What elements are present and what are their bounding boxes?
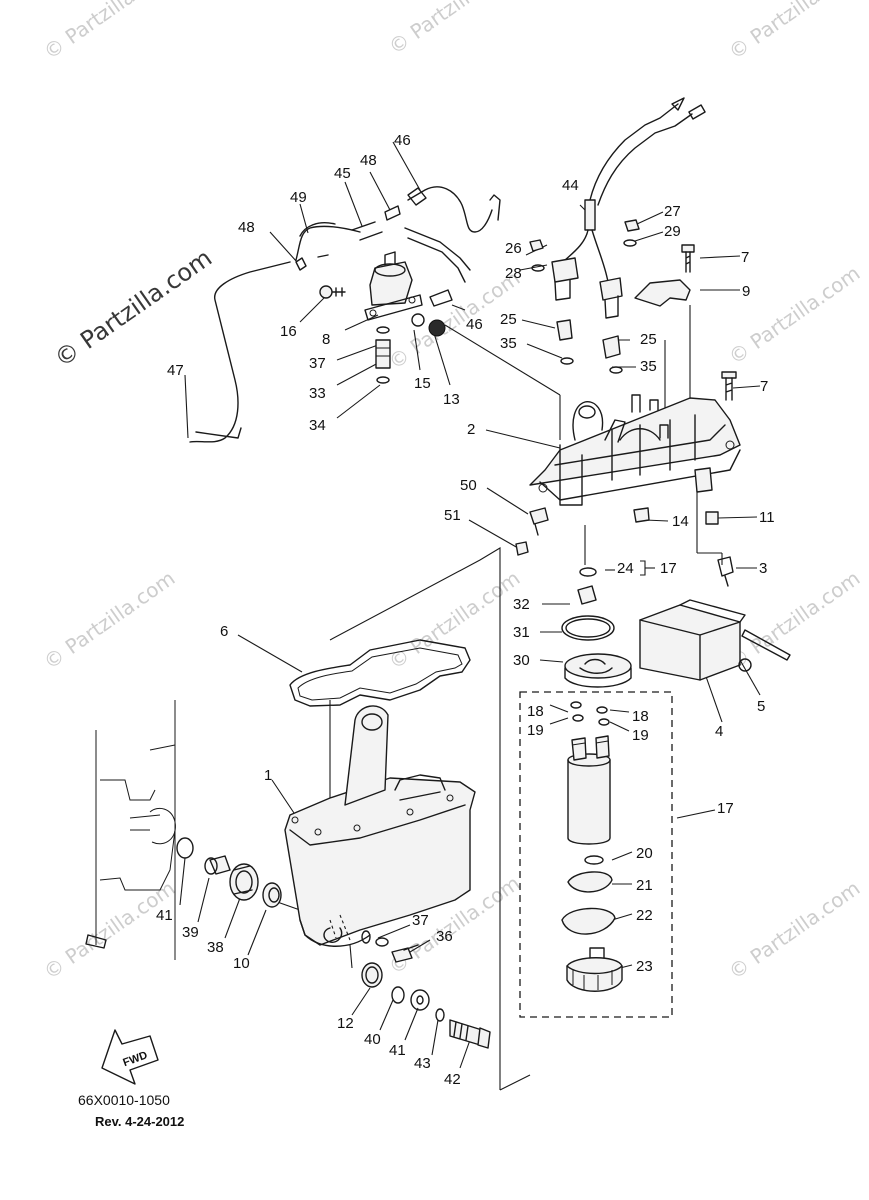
fwd-label: FWD xyxy=(121,1049,149,1069)
revision-date: Rev. 4-24-2012 xyxy=(95,1114,184,1129)
fwd-arrow-icon: FWD xyxy=(101,1029,159,1085)
callout-26: 26 xyxy=(505,240,522,257)
hardware-mid xyxy=(515,507,734,587)
gasket xyxy=(289,639,471,707)
callout-19a: 19 xyxy=(527,722,544,739)
watermark: © Partzilla.com xyxy=(39,0,179,64)
callout-14: 14 xyxy=(672,513,689,530)
engine-fragment xyxy=(85,700,176,960)
watermark: © Partzilla.com xyxy=(724,261,864,369)
callout-37b: 37 xyxy=(412,912,429,929)
callout-46b: 46 xyxy=(466,316,483,333)
callout-34: 34 xyxy=(309,417,326,434)
callout-36: 36 xyxy=(436,928,453,945)
callout-25a: 25 xyxy=(500,311,517,328)
callout-40: 40 xyxy=(364,1031,381,1048)
callout-47: 47 xyxy=(167,362,184,379)
callout-16: 16 xyxy=(280,323,297,340)
callout-51: 51 xyxy=(444,507,461,524)
callout-46a: 46 xyxy=(394,132,411,149)
callout-43: 43 xyxy=(414,1055,431,1072)
watermark: © Partzilla.com xyxy=(724,876,864,984)
callout-42: 42 xyxy=(444,1071,461,1088)
callout-4: 4 xyxy=(715,723,723,740)
callout-22: 22 xyxy=(636,907,653,924)
lower-fittings xyxy=(176,837,491,1049)
callout-10: 10 xyxy=(233,955,250,972)
callout-20: 20 xyxy=(636,845,653,862)
callout-41a: 41 xyxy=(156,907,173,924)
callout-41b: 41 xyxy=(389,1042,406,1059)
callout-38: 38 xyxy=(207,939,224,956)
callout-37a: 37 xyxy=(309,355,326,372)
callout-18a: 18 xyxy=(527,703,544,720)
vapor-separator-body xyxy=(284,705,476,947)
callout-12: 12 xyxy=(337,1015,354,1032)
callout-3: 3 xyxy=(759,560,767,577)
callout-24: 24 xyxy=(617,560,634,577)
callout-50: 50 xyxy=(460,477,477,494)
callout-27: 27 xyxy=(664,203,681,220)
callout-39: 39 xyxy=(182,924,199,941)
callout-48b: 48 xyxy=(238,219,255,236)
vapor-separator-cover xyxy=(529,394,741,506)
callout-30: 30 xyxy=(513,652,530,669)
callout-49: 49 xyxy=(290,189,307,206)
watermark: © Partzilla.com xyxy=(384,566,524,674)
wire-harness xyxy=(551,97,706,319)
callout-35a: 35 xyxy=(500,335,517,352)
callout-35b: 35 xyxy=(640,358,657,375)
watermark: © Partzilla.com xyxy=(384,0,524,59)
callout-45: 45 xyxy=(334,165,351,182)
callout-6: 6 xyxy=(220,623,228,640)
callout-15: 15 xyxy=(414,375,431,392)
callout-18b: 18 xyxy=(632,708,649,725)
fuel-pump-assembly xyxy=(295,205,446,384)
callout-1: 1 xyxy=(264,767,272,784)
callout-2: 2 xyxy=(467,421,475,438)
callout-7a: 7 xyxy=(741,249,749,266)
callout-28: 28 xyxy=(505,265,522,282)
callout-32: 32 xyxy=(513,596,530,613)
gasket-inner xyxy=(297,647,463,701)
watermark: © Partzilla.com xyxy=(724,566,864,674)
callout-23: 23 xyxy=(636,958,653,975)
callout-5: 5 xyxy=(757,698,765,715)
main-watermark: © Partzilla.com xyxy=(49,244,217,373)
fuel-hoses xyxy=(189,186,501,443)
reference-code: 66X0010-1050 xyxy=(78,1092,170,1108)
callout-29: 29 xyxy=(664,223,681,240)
hardware-right xyxy=(529,219,737,401)
watermark: © Partzilla.com xyxy=(724,0,864,64)
callout-17a: 17 xyxy=(717,800,734,817)
callout-11: 11 xyxy=(759,509,775,526)
watermark: © Partzilla.com xyxy=(39,876,179,984)
callout-48a: 48 xyxy=(360,152,377,169)
cover-box xyxy=(639,599,791,681)
callout-8: 8 xyxy=(322,331,330,348)
callout-44: 44 xyxy=(562,177,579,194)
callout-33: 33 xyxy=(309,385,326,402)
callout-17b: 17 xyxy=(660,560,677,577)
callout-9: 9 xyxy=(742,283,750,300)
callout-labels: 1 2 3 4 5 6 7 7 8 9 10 11 12 13 14 15 16… xyxy=(156,132,775,1088)
electric-fuel-pump xyxy=(561,585,632,992)
callout-25b: 25 xyxy=(640,331,657,348)
callout-31: 31 xyxy=(513,624,530,641)
watermark: © Partzilla.com xyxy=(39,566,179,674)
callout-13: 13 xyxy=(443,391,460,408)
callout-21: 21 xyxy=(636,877,653,894)
callout-19b: 19 xyxy=(632,727,649,744)
callout-7b: 7 xyxy=(760,378,768,395)
fuel-pump-group-box xyxy=(519,691,673,1018)
